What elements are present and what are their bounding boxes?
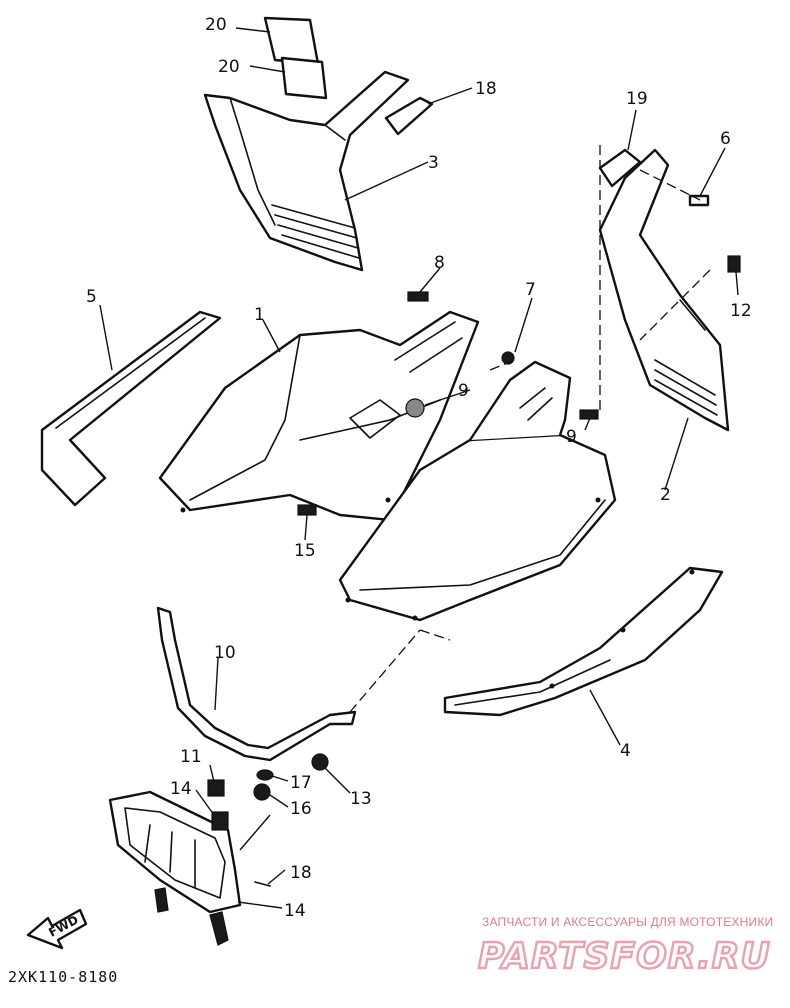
front-fender-assembly: [338, 360, 617, 622]
bolt-part-9-right: [579, 409, 599, 420]
damper-pad-part-20-top: [384, 96, 434, 136]
callout-20-top: 18: [475, 79, 497, 99]
callout-9-right: 9: [566, 427, 577, 447]
callout-8: 15: [294, 541, 316, 561]
callout-6: 6: [720, 129, 731, 149]
grommet-part-14: [311, 753, 329, 771]
bolt-part-9-upper: [407, 291, 429, 302]
assembly-lines: [349, 145, 711, 713]
callout-labels: 20 20 18 3 19 6 5 1 8 7 12 9 9 2 15 10 1…: [86, 15, 752, 921]
callout-19: 18: [290, 863, 312, 883]
bolt-part-13: [727, 255, 741, 273]
callout-17: 16: [290, 799, 312, 819]
callout-4: 4: [620, 741, 631, 761]
screw-part-8: [297, 504, 317, 516]
washer-part-18: [256, 769, 274, 781]
rear-fender-part-1: [158, 310, 480, 522]
screw-part-19: [254, 881, 271, 887]
nut-part-17: [253, 783, 271, 801]
callout-20-right: 19: [626, 89, 648, 109]
callout-2: 2: [660, 485, 671, 505]
damper-pad-part-20-right: [598, 148, 642, 188]
fwd-direction-arrow: FWD: [26, 908, 88, 950]
callout-12: 11: [180, 747, 202, 767]
guard-strip-part-5: [40, 310, 222, 507]
stay-bracket-part-11: [156, 606, 357, 762]
callout-3: 3: [428, 153, 439, 173]
callout-22: 20: [218, 57, 240, 77]
callout-11: 10: [214, 643, 236, 663]
watermark-logo: PARTSFOR.RU: [478, 936, 771, 977]
callout-15: 14: [284, 901, 306, 921]
callout-13: 12: [730, 301, 752, 321]
callout-21: 20: [205, 15, 227, 35]
callout-14: 13: [350, 789, 372, 809]
watermark-top-text: ЗАПЧАСТИ И АКСЕССУАРЫ ДЛЯ МОТОТЕХНИКИ: [482, 915, 773, 929]
front-guard-part-15: [108, 790, 242, 946]
callout-7: 7: [525, 280, 536, 300]
callout-10: 9: [458, 381, 469, 401]
label-sticker-part-22: [280, 56, 328, 100]
callout-1: 1: [254, 305, 265, 325]
bolt-part-6: [688, 194, 710, 207]
part-code: 2XK110-8180: [8, 968, 118, 986]
side-cover-part-2: [598, 148, 730, 432]
bolt-part-12: [207, 779, 225, 797]
leader-lines: [99, 27, 739, 909]
mud-flap-part-4: [443, 566, 724, 717]
callout-5: 5: [86, 287, 97, 307]
side-cover-part-3: [203, 70, 410, 272]
callout-9-upper: 8: [434, 253, 445, 273]
label-sticker-part-21: [263, 16, 320, 66]
callout-16: 14: [170, 779, 192, 799]
fastener-part-10: [405, 398, 425, 418]
callout-18: 17: [290, 773, 312, 793]
bolt-part-16: [211, 811, 229, 831]
